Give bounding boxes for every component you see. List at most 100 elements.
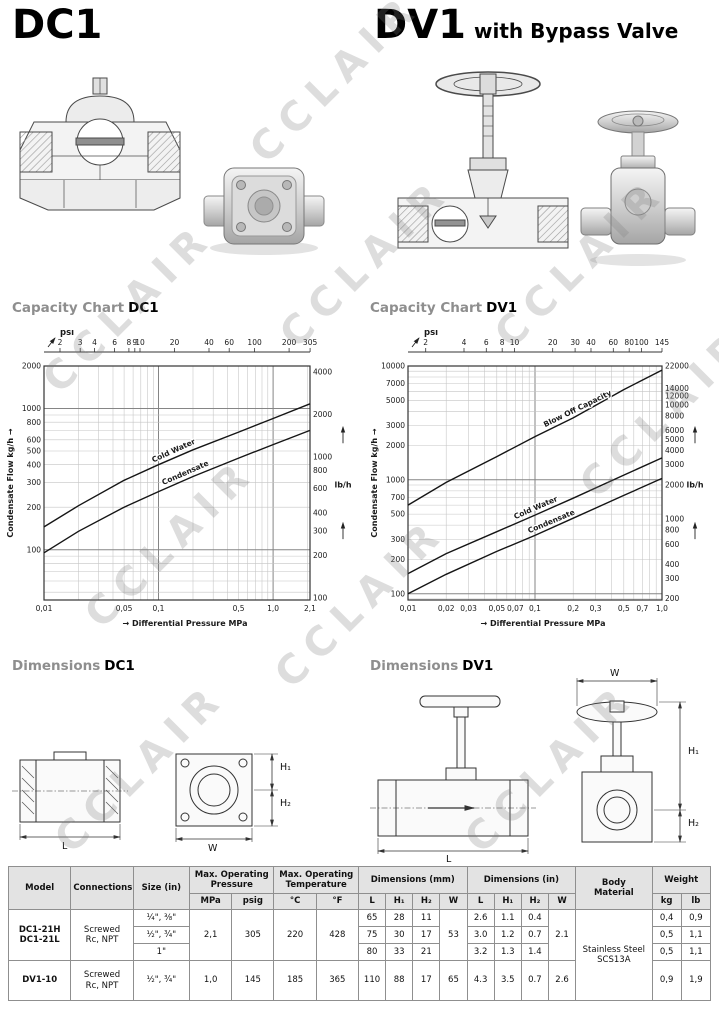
table-cell: 2,1 bbox=[188, 909, 233, 961]
svg-text:145: 145 bbox=[655, 338, 670, 347]
svg-text:14000: 14000 bbox=[665, 384, 689, 393]
svg-text:4000: 4000 bbox=[313, 368, 332, 377]
page-title-dv1: DV1 with Bypass Valve bbox=[374, 2, 678, 48]
table-cell: 305 bbox=[231, 909, 275, 961]
dv1-title-text: DV1 bbox=[374, 2, 466, 48]
svg-text:22000: 22000 bbox=[665, 362, 689, 371]
svg-text:30: 30 bbox=[570, 338, 580, 347]
svg-text:1000: 1000 bbox=[313, 453, 332, 462]
table-cell: 0,5 bbox=[651, 943, 682, 961]
col-header-pressure: Max. Operating Pressure bbox=[188, 866, 275, 894]
svg-text:0,5: 0,5 bbox=[618, 604, 630, 613]
dc1-product-illustration bbox=[203, 167, 325, 255]
svg-text:600: 600 bbox=[27, 435, 42, 444]
unit-header-degf: °F bbox=[315, 893, 359, 910]
svg-text:100: 100 bbox=[391, 589, 406, 598]
dc1-dim-H1-label: H₁ bbox=[280, 762, 291, 773]
dc1-dim-W-label: W bbox=[208, 843, 218, 854]
col-header-weight: Weight bbox=[651, 866, 712, 894]
svg-text:5000: 5000 bbox=[386, 396, 405, 405]
heading-prefix: Dimensions bbox=[370, 658, 459, 674]
table-cell: 2.6 bbox=[466, 909, 495, 927]
svg-text:4: 4 bbox=[92, 338, 97, 347]
dv1-dimension-drawing bbox=[370, 678, 686, 854]
svg-text:300: 300 bbox=[391, 535, 406, 544]
table-cell: 28 bbox=[385, 909, 414, 927]
svg-text:305: 305 bbox=[303, 338, 318, 347]
table-cell: 75 bbox=[357, 926, 387, 944]
table-cell: 2.1 bbox=[547, 909, 577, 961]
svg-text:psi: psi bbox=[60, 330, 74, 338]
svg-text:8000: 8000 bbox=[665, 412, 684, 421]
table-cell: 1.3 bbox=[493, 943, 522, 961]
svg-text:0,1: 0,1 bbox=[529, 604, 541, 613]
svg-text:0,2: 0,2 bbox=[567, 604, 579, 613]
page-title-dc1: DC1 bbox=[12, 2, 103, 48]
svg-text:lb/h: lb/h bbox=[686, 481, 703, 490]
svg-text:Blow Off Capacity: Blow Off Capacity bbox=[542, 388, 613, 429]
dv1-dim-H2-label: H₂ bbox=[688, 818, 699, 829]
unit-header-h1-in: H₁ bbox=[493, 893, 522, 910]
cell-body-material: Stainless Steel SCS13A bbox=[575, 909, 653, 1001]
svg-text:600: 600 bbox=[313, 484, 328, 493]
svg-text:12000: 12000 bbox=[665, 392, 689, 401]
table-cell: 220 bbox=[273, 909, 317, 961]
table-cell: 0,5 bbox=[651, 926, 682, 944]
col-header-temperature: Max. Operating Temperature bbox=[273, 866, 359, 894]
cell-connections-dv1: Screwed Rc, NPT bbox=[70, 960, 134, 1001]
table-cell: 88 bbox=[385, 960, 414, 1001]
table-cell: ½", ¾" bbox=[132, 926, 191, 944]
svg-text:0,02: 0,02 bbox=[438, 604, 455, 613]
unit-header-l-in: L bbox=[466, 893, 495, 910]
svg-text:100: 100 bbox=[27, 545, 42, 554]
table-cell: 3.0 bbox=[466, 926, 495, 944]
table-cell: 1,0 bbox=[188, 960, 233, 1001]
spec-table: Model Connections Size (in) Max. Operati… bbox=[7, 866, 712, 1001]
col-header-body-material: Body Material bbox=[575, 866, 653, 910]
table-cell: 1.4 bbox=[520, 943, 549, 961]
svg-text:200: 200 bbox=[27, 503, 42, 512]
col-header-connections: Connections bbox=[70, 866, 134, 910]
svg-text:6: 6 bbox=[112, 338, 117, 347]
svg-text:0,01: 0,01 bbox=[36, 604, 53, 613]
dc1-dimension-drawing bbox=[12, 751, 278, 842]
svg-text:→ Differential Pressure MPa: → Differential Pressure MPa bbox=[481, 619, 606, 628]
svg-text:500: 500 bbox=[391, 510, 406, 519]
svg-text:1000: 1000 bbox=[665, 515, 684, 524]
dc1-dim-H2-label: H₂ bbox=[280, 798, 291, 809]
table-cell: 1,1 bbox=[680, 926, 712, 944]
svg-text:2000: 2000 bbox=[22, 362, 41, 371]
svg-text:→ Differential Pressure MPa: → Differential Pressure MPa bbox=[123, 619, 248, 628]
table-cell: 185 bbox=[273, 960, 317, 1001]
svg-text:6000: 6000 bbox=[665, 426, 684, 435]
table-cell: 53 bbox=[439, 909, 468, 961]
svg-text:200: 200 bbox=[665, 594, 680, 603]
col-header-dim-mm: Dimensions (mm) bbox=[357, 866, 468, 894]
unit-header-kg: kg bbox=[651, 893, 682, 910]
svg-text:0,1: 0,1 bbox=[153, 604, 165, 613]
table-cell: 428 bbox=[315, 909, 359, 961]
col-header-dim-in: Dimensions (in) bbox=[466, 866, 577, 894]
svg-text:2000: 2000 bbox=[386, 441, 405, 450]
table-cell: 0.7 bbox=[520, 926, 549, 944]
svg-text:20: 20 bbox=[548, 338, 558, 347]
heading-prefix: Dimensions bbox=[12, 658, 101, 674]
svg-text:0,01: 0,01 bbox=[400, 604, 417, 613]
table-cell: ¼", ⅜" bbox=[132, 909, 191, 927]
table-cell: 1,9 bbox=[680, 960, 712, 1001]
cell-model-dv1: DV1-10 bbox=[7, 960, 72, 1001]
table-cell: 145 bbox=[231, 960, 275, 1001]
table-cell: 365 bbox=[315, 960, 359, 1001]
table-cell: 21 bbox=[412, 943, 441, 961]
svg-text:psi: psi bbox=[424, 330, 438, 338]
svg-text:800: 800 bbox=[313, 466, 328, 475]
svg-text:6: 6 bbox=[484, 338, 489, 347]
svg-text:9: 9 bbox=[132, 338, 137, 347]
table-cell: 0,9 bbox=[680, 909, 712, 927]
unit-header-psig: psig bbox=[231, 893, 275, 910]
svg-text:400: 400 bbox=[665, 560, 680, 569]
svg-text:4: 4 bbox=[462, 338, 467, 347]
